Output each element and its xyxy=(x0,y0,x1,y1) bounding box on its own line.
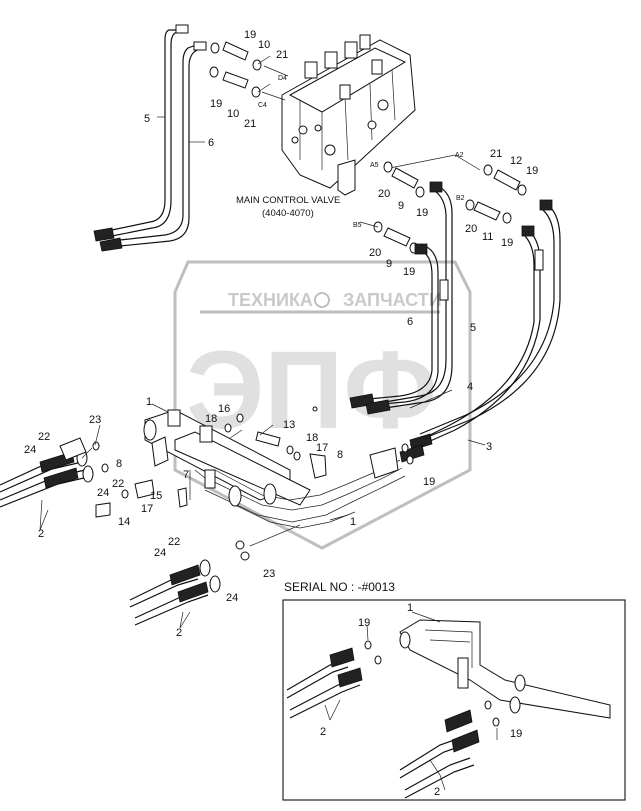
main-control-valve: D4 C4 A2 A5 B2 B5 xyxy=(258,34,465,229)
callout-20-c: 20 xyxy=(369,247,381,259)
callout-17-right: 17 xyxy=(316,442,328,454)
callout-2-left: 2 xyxy=(38,528,44,540)
port-label-a5: A5 xyxy=(370,162,379,169)
leader-lines xyxy=(39,55,498,791)
port-label-a2: A2 xyxy=(455,152,464,159)
callout-1-lower: 1 xyxy=(350,516,356,528)
callout-14: 14 xyxy=(118,516,130,528)
callout-13: 13 xyxy=(283,419,295,431)
callout-1-inset: 1 xyxy=(407,602,413,614)
watermark-text-right: ЗАПЧАСТИ xyxy=(343,290,442,310)
callout-7: 7 xyxy=(183,469,189,481)
callout-8-right: 8 xyxy=(337,449,343,461)
callout-5-upper: 5 xyxy=(144,113,150,125)
gear-icon xyxy=(314,292,330,308)
callout-17-left: 17 xyxy=(141,503,153,515)
hoses-right xyxy=(349,181,561,463)
callout-20-a: 20 xyxy=(378,188,390,200)
callout-3: 3 xyxy=(486,441,492,453)
watermark-shield xyxy=(173,260,472,550)
callout-9-a: 9 xyxy=(398,200,404,212)
callout-10-mid: 10 xyxy=(227,108,239,120)
callout-24-left-b: 24 xyxy=(97,487,109,499)
watermark-text-left: ТЕХНИКА xyxy=(228,290,313,310)
callout-9-b: 9 xyxy=(386,258,392,270)
callout-19-mid: 19 xyxy=(210,98,222,110)
callout-23-left: 23 xyxy=(89,414,101,426)
inset-serial-detail xyxy=(282,599,626,801)
main-control-valve-model: (4040-4070) xyxy=(262,208,314,219)
hoses-upper-left xyxy=(93,24,207,252)
callout-21-right: 21 xyxy=(490,148,502,160)
callout-6-right: 6 xyxy=(407,316,413,328)
callout-23-lower: 23 xyxy=(263,568,275,580)
callout-22-left-b: 22 xyxy=(112,478,124,490)
callout-numbers: 5 6 19 10 21 19 10 21 21 12 19 20 9 19 2… xyxy=(24,29,538,798)
callout-24-left-a: 24 xyxy=(24,444,36,456)
port-label-b2: B2 xyxy=(456,195,465,202)
callout-24-lower-b: 24 xyxy=(226,592,238,604)
callout-5-right: 5 xyxy=(470,322,476,334)
callout-19-a5: 19 xyxy=(416,207,428,219)
callout-22-left-a: 22 xyxy=(38,431,50,443)
callout-10-top: 10 xyxy=(258,39,270,51)
pipe-assembly-main xyxy=(143,409,406,529)
watermark: ЭПФ ТЕХНИКА ЗАПЧАСТИ xyxy=(173,260,472,550)
callout-19-right-top: 19 xyxy=(526,165,538,177)
callout-11: 11 xyxy=(482,231,493,243)
callout-24-lower-a: 24 xyxy=(154,547,166,559)
callout-2-lower: 2 xyxy=(176,627,182,639)
callout-1-main: 1 xyxy=(146,396,152,408)
main-control-valve-label: MAIN CONTROL VALVE xyxy=(236,195,340,206)
right-fittings xyxy=(359,154,527,254)
callout-19-inset-a: 19 xyxy=(358,617,370,629)
inset-frame xyxy=(282,599,626,801)
callout-6-upper: 6 xyxy=(208,137,214,149)
hoses-lower-left xyxy=(0,437,301,626)
callout-20-b: 20 xyxy=(465,223,477,235)
port-label-c4: C4 xyxy=(258,102,267,109)
callout-8-left: 8 xyxy=(116,458,122,470)
callout-15: 15 xyxy=(150,490,162,502)
serial-number-label: SERIAL NO : -#0013 xyxy=(284,580,395,594)
upper-fittings xyxy=(209,41,289,101)
port-label-d4: D4 xyxy=(278,75,287,82)
callout-18-left: 18 xyxy=(205,413,217,425)
callout-22-lower: 22 xyxy=(168,536,180,548)
callout-16: 16 xyxy=(218,403,230,415)
callout-19-top: 19 xyxy=(244,29,256,41)
callout-19-inset-b: 19 xyxy=(510,728,522,740)
callout-4: 4 xyxy=(467,381,473,393)
callout-21-top: 21 xyxy=(276,49,288,61)
callout-18-right: 18 xyxy=(306,432,318,444)
callout-19-lower: 19 xyxy=(423,476,435,488)
callout-2-inset-a: 2 xyxy=(320,726,326,738)
callout-19-b5: 19 xyxy=(403,266,415,278)
callout-2-inset-b: 2 xyxy=(434,786,440,798)
callout-12: 12 xyxy=(510,155,522,167)
callout-19-b2: 19 xyxy=(501,237,513,249)
fittings-main xyxy=(95,406,414,518)
callout-21-mid: 21 xyxy=(244,118,256,130)
port-label-b5: B5 xyxy=(353,222,362,229)
